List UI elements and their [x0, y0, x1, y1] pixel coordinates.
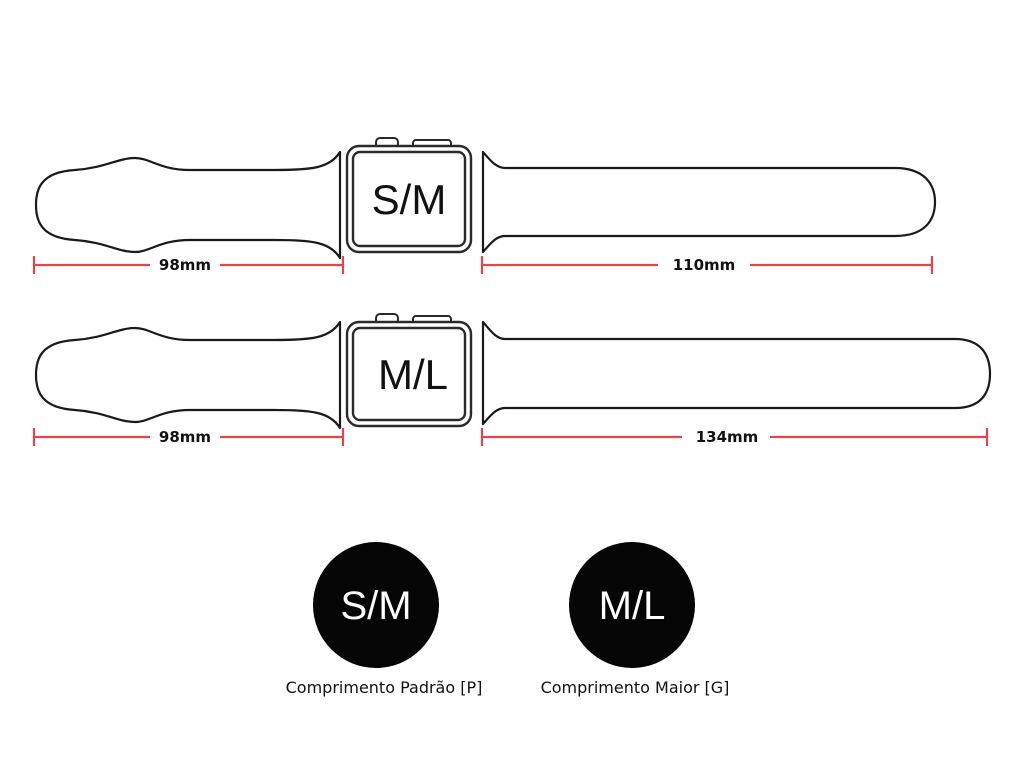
- band-sm: S/M 98mm 110mm: [32, 137, 937, 274]
- watch-case-size-label: M/L: [378, 351, 448, 398]
- band-ml-short-piece: [34, 320, 342, 430]
- size-badge-sm-label: S/M: [340, 584, 411, 628]
- dimension-sm-long: 110mm: [480, 256, 934, 274]
- size-badge-ml-label: M/L: [599, 584, 666, 628]
- size-badge-sm: [313, 542, 439, 668]
- watch-case-screen: [351, 326, 467, 422]
- size-legend-sm: S/M: [313, 542, 439, 668]
- watch-case-size-label: S/M: [372, 176, 447, 223]
- size-caption-sm: Comprimento Padrão [P]: [285, 678, 483, 697]
- dimension-label: 98mm: [159, 256, 211, 274]
- band-sm-long-piece: [481, 150, 937, 254]
- dimension-label: 98mm: [159, 428, 211, 446]
- dimension-ml-short: 98mm: [32, 428, 345, 446]
- watch-case-screen: [351, 150, 467, 248]
- size-legend-ml: M/L: [569, 542, 695, 668]
- watch-case-ml: M/L: [345, 313, 473, 428]
- dimension-label: 110mm: [673, 256, 736, 274]
- size-caption-ml: Comprimento Maior [G]: [540, 678, 730, 697]
- size-badge-ml: [569, 542, 695, 668]
- band-ml: M/L 98mm 134mm: [32, 313, 992, 446]
- watch-case-sm: S/M: [345, 137, 473, 254]
- dimension-ml-long: 134mm: [480, 428, 989, 446]
- band-ml-long-piece: [481, 320, 992, 426]
- dimension-sm-short: 98mm: [32, 256, 345, 274]
- dimension-label: 134mm: [696, 428, 759, 446]
- band-sm-short-piece: [34, 150, 342, 260]
